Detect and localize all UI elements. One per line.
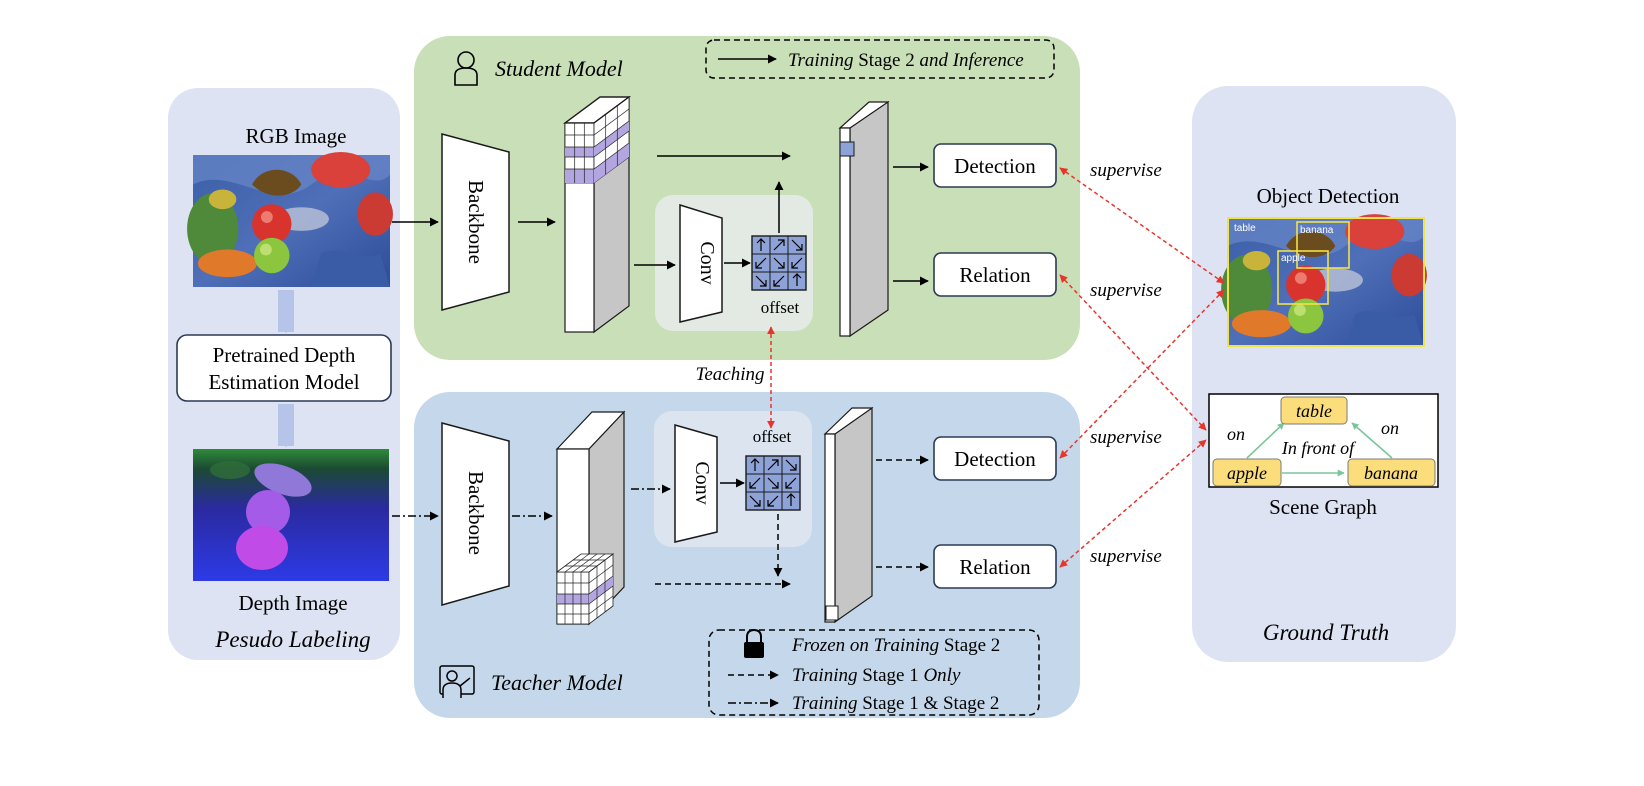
student-backbone-label: Backbone	[464, 180, 488, 264]
student-feature-map	[563, 95, 631, 334]
supervise-label: supervise	[1090, 160, 1162, 181]
student-relation-label: Relation	[959, 263, 1031, 287]
student-relation-box	[933, 252, 1057, 297]
node-apple-label: apple	[1227, 463, 1267, 483]
student-model-panel: Student Model Training Stage 2 and Infer…	[414, 36, 1080, 360]
node-banana-label: banana	[1364, 463, 1418, 483]
box-label-table: table	[1234, 223, 1256, 234]
node-banana	[1347, 458, 1436, 487]
teacher-detection-box	[933, 436, 1057, 481]
student-detection-box	[933, 143, 1057, 188]
student-output-feature	[838, 100, 890, 338]
teacher-conv	[674, 424, 718, 543]
student-backbone	[441, 133, 510, 311]
teacher-backbone	[441, 422, 510, 606]
depth-image	[193, 449, 389, 581]
node-table	[1280, 396, 1348, 425]
student-offset-grid	[751, 235, 807, 291]
teacher-detection-label: Detection	[954, 447, 1036, 471]
legend-stage12-text: Training Stage 1 & Stage 2	[792, 693, 999, 714]
supervise-label: supervise	[1090, 427, 1162, 448]
student-title: Student Model	[495, 56, 623, 81]
teacher-relation-box	[933, 544, 1057, 589]
node-apple	[1212, 458, 1282, 487]
teaching-label: Teaching	[696, 364, 765, 385]
depth-image-label: Depth Image	[238, 591, 347, 615]
teacher-conv-label: Conv	[691, 461, 713, 504]
supervise-label: supervise	[1090, 280, 1162, 301]
student-legend-box	[705, 39, 1055, 79]
rgb-image	[187, 152, 393, 287]
ground-truth-panel: Object Detection table banana apple tabl…	[1192, 86, 1456, 662]
legend-frozen-text: Frozen on Training Stage 2	[791, 635, 1000, 656]
teacher-offset-label: offset	[753, 427, 792, 446]
legend-stage1-text: Training Stage 1 Only	[792, 665, 961, 686]
box-label-apple: apple	[1281, 253, 1306, 264]
depth-model-box	[176, 334, 392, 402]
edge-label-on-right: on	[1381, 418, 1399, 438]
teacher-model-panel: Teacher Model Backbone	[414, 392, 1080, 718]
lock-icon	[744, 628, 764, 658]
depth-model-line1: Pretrained Depth	[213, 343, 356, 367]
edge-label-on-left: on	[1227, 424, 1245, 444]
ground-truth-title: Ground Truth	[1263, 620, 1389, 645]
teacher-output-feature	[823, 406, 874, 624]
teacher-relation-label: Relation	[959, 555, 1031, 579]
pseudo-labeling-title: Pesudo Labeling	[214, 627, 370, 652]
supervise-arrows	[1059, 167, 1225, 568]
object-detection-title: Object Detection	[1257, 184, 1400, 208]
rgb-image-label: RGB Image	[246, 124, 347, 148]
teacher-backbone-label: Backbone	[464, 471, 488, 555]
object-detection-image: table banana apple	[1221, 214, 1427, 347]
person-icon	[454, 51, 478, 86]
depth-model-line2: Estimation Model	[208, 370, 359, 394]
supervise-label: supervise	[1090, 546, 1162, 567]
edge-label-in-front-of: In front of	[1281, 438, 1357, 458]
teacher-icon	[439, 665, 475, 698]
edge-banana-table	[1351, 422, 1393, 459]
edge-apple-table	[1246, 422, 1285, 459]
scene-graph-title: Scene Graph	[1269, 495, 1377, 519]
teacher-legend-box	[708, 629, 1040, 716]
student-offset-label: offset	[761, 298, 800, 317]
node-table-label: table	[1296, 401, 1332, 421]
scene-graph: table apple banana on on In front of	[1208, 393, 1439, 488]
student-conv-label: Conv	[696, 241, 718, 284]
teacher-feature-map	[555, 410, 626, 626]
student-conv	[679, 203, 723, 323]
box-label-banana: banana	[1300, 225, 1334, 236]
student-legend-text: Training Stage 2 and Inference	[788, 50, 1024, 71]
student-detection-label: Detection	[954, 154, 1036, 178]
teacher-title: Teacher Model	[491, 670, 623, 695]
pseudo-labeling-panel: RGB Image Pretrained Depth Estimation Mo…	[168, 88, 400, 660]
teacher-offset-grid	[745, 455, 801, 511]
